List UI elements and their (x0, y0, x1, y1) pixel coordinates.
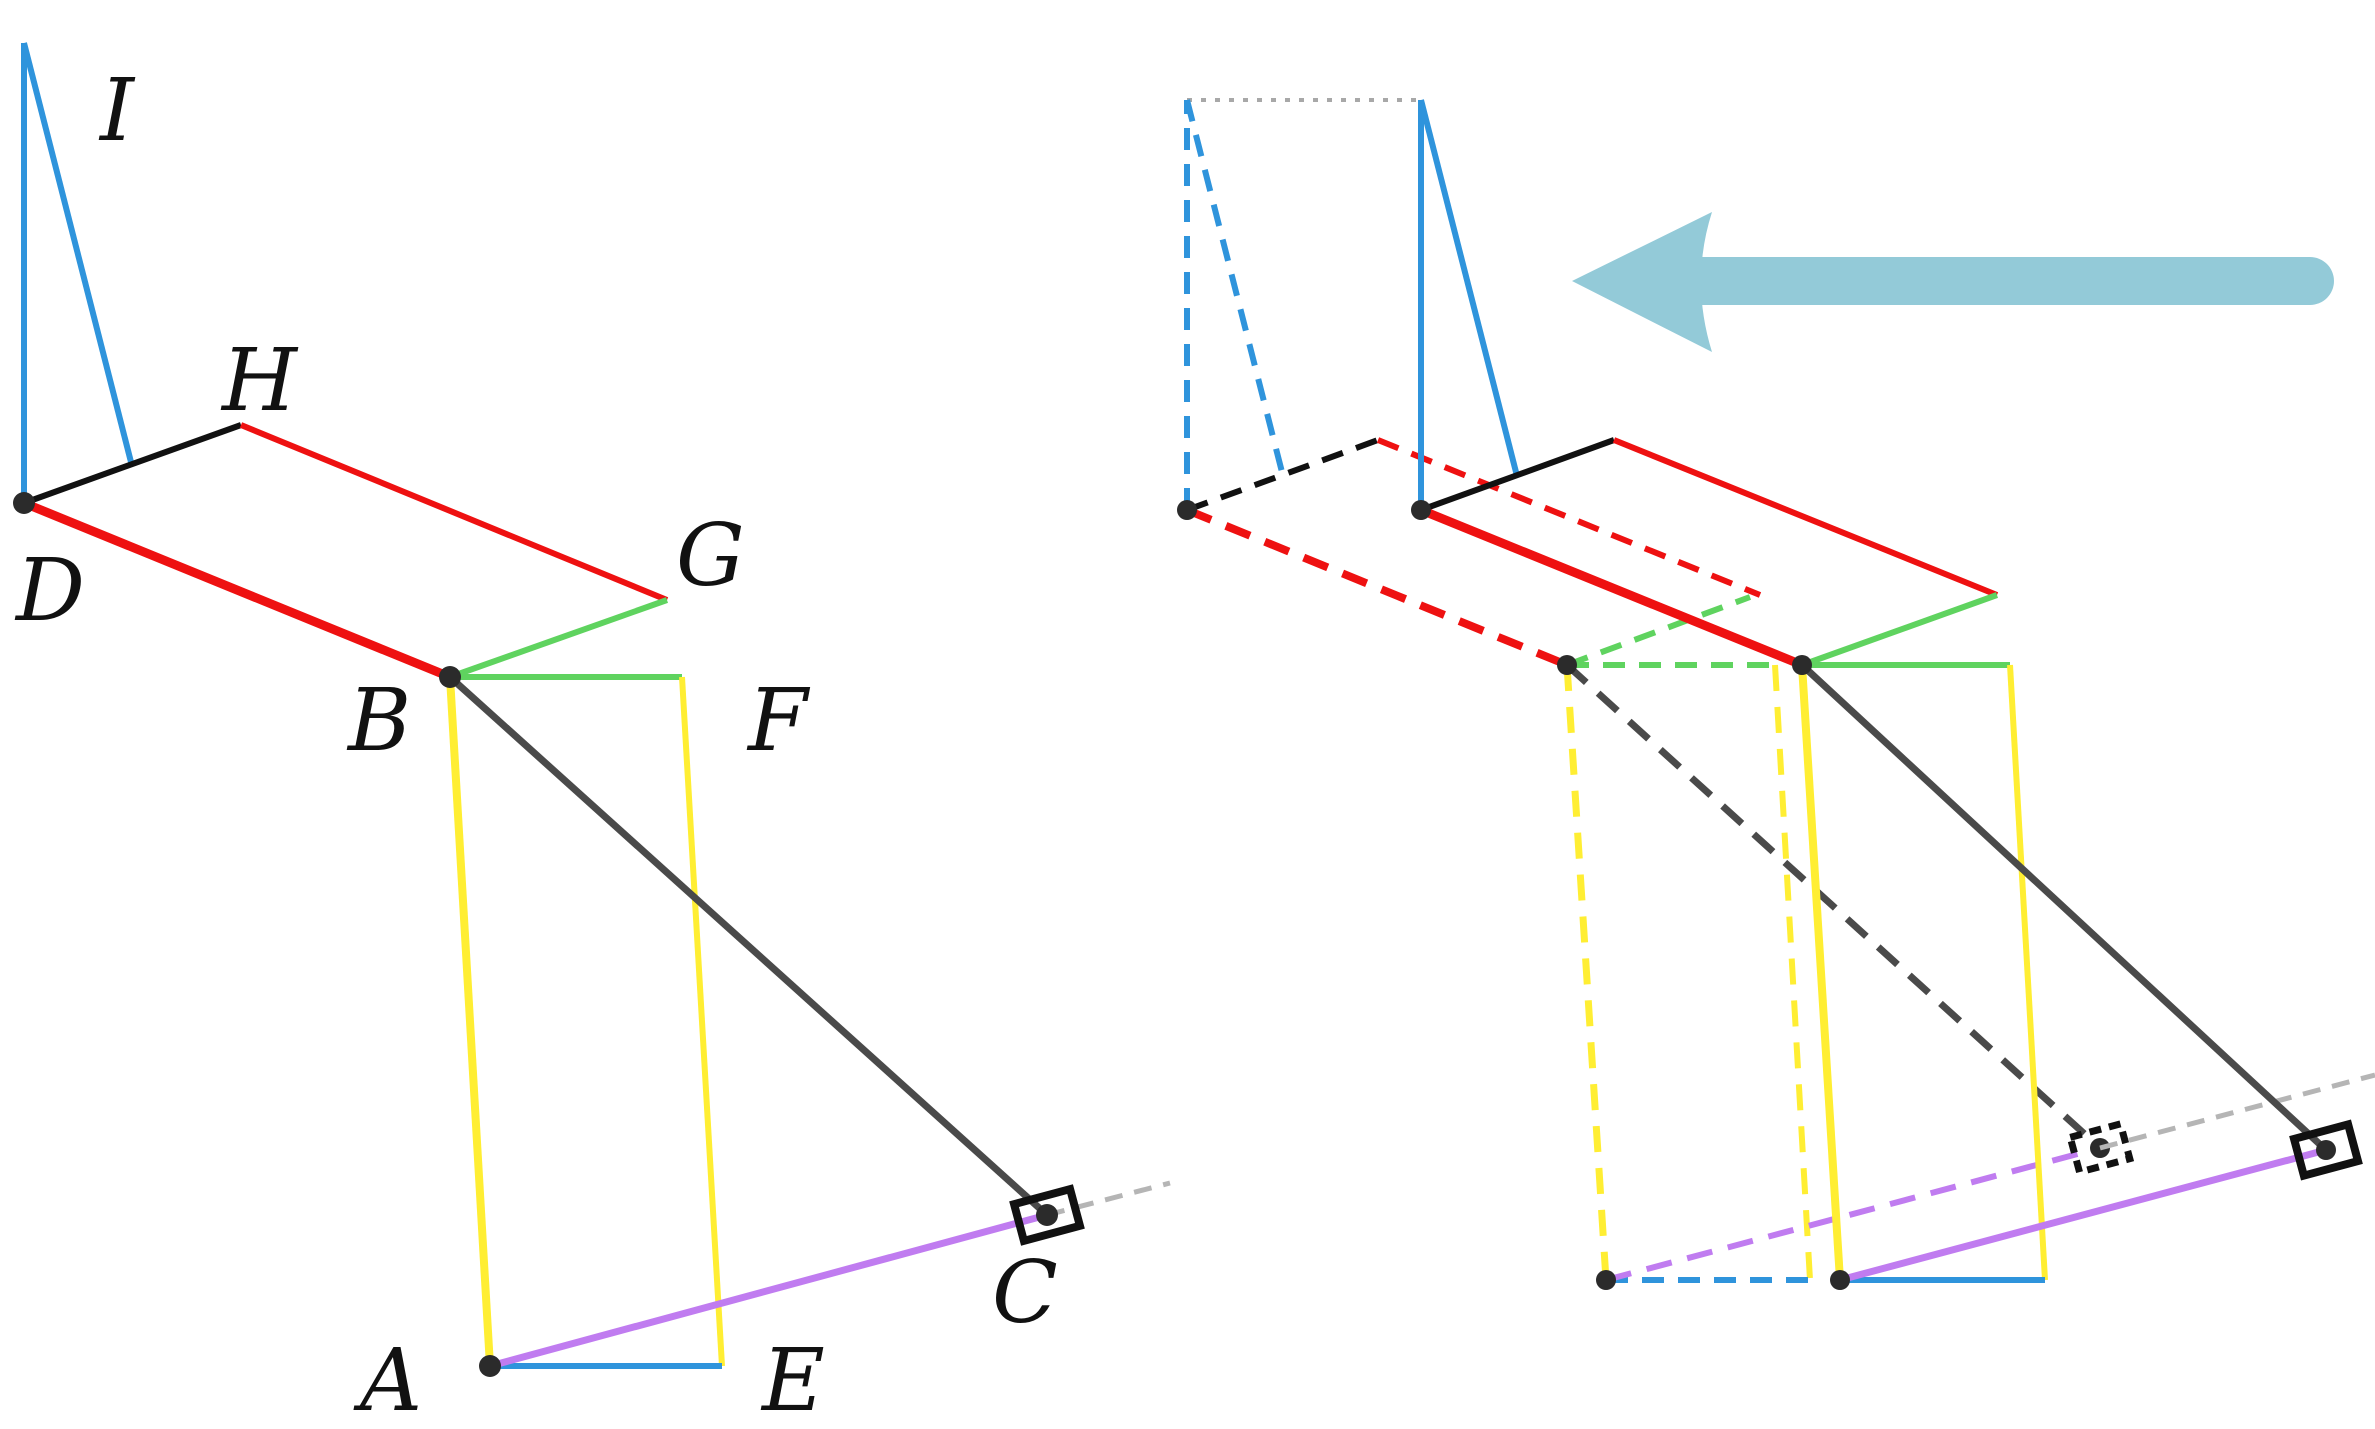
prev-link-B-G (1565, 594, 1752, 668)
prev-joint-D (1177, 500, 1197, 520)
prev-link-A-C (1605, 1145, 2101, 1283)
link-A-C (489, 1211, 1048, 1370)
joint-B-moved (1792, 655, 1812, 675)
prev-joint-A (1596, 1270, 1616, 1290)
guide-extension-left (1046, 1180, 1171, 1218)
joint-B (439, 666, 461, 688)
link-D-B-moved (1419, 505, 1804, 670)
label-F: F (746, 671, 811, 771)
label-G: G (676, 506, 745, 606)
label-A: A (353, 1331, 422, 1429)
motion-arrow-head (1572, 212, 1712, 352)
link-F-E-moved (2007, 664, 2048, 1281)
slider-block-C (1009, 1184, 1085, 1246)
link-D-H (22, 422, 243, 506)
joint-D (13, 492, 35, 514)
prev-link-F-E (1772, 664, 1813, 1281)
label-H: H (220, 331, 299, 431)
link-B-C-moved (1799, 662, 2329, 1153)
link-I-diagonal (21, 42, 135, 467)
link-B-G (448, 597, 669, 680)
joint-D-moved (1411, 500, 1431, 520)
link-B-A (446, 676, 494, 1367)
motion-arrow (1572, 212, 2334, 352)
link-D-B (22, 498, 452, 682)
label-I: I (98, 61, 136, 161)
prev-joint-B (1557, 655, 1577, 675)
guide-extension-right (2099, 1072, 2375, 1151)
prev-link-D-B (1185, 506, 1569, 669)
link-A-C-moved (1839, 1146, 2327, 1284)
link-B-A-moved (1798, 664, 1844, 1281)
joint-C-moved (2316, 1140, 2336, 1160)
left-linkage: I H G D B F C A E (13, 42, 1171, 1429)
label-B: B (346, 671, 411, 771)
link-B-G-moved (1800, 592, 1999, 668)
label-C: C (992, 1243, 1058, 1343)
link-H-G (239, 422, 669, 603)
prev-link-I-diagonal (1184, 99, 1286, 477)
prev-link-D-H (1185, 437, 1380, 513)
link-D-H-moved (1419, 437, 1616, 513)
joint-A-moved (1830, 1270, 1850, 1290)
link-I-diagonal-moved (1418, 99, 1520, 477)
link-F-E (679, 676, 725, 1367)
label-E: E (760, 1331, 825, 1429)
link-B-C (447, 674, 1050, 1218)
joint-A (479, 1355, 501, 1377)
prev-link-B-A (1563, 664, 1610, 1281)
joint-C (1036, 1204, 1058, 1226)
label-D: D (14, 541, 85, 641)
link-H-G-moved (1612, 437, 1999, 598)
prev-slider-block (2065, 1119, 2135, 1177)
right-linkage-current-position (1411, 99, 2375, 1290)
prev-link-H-G (1376, 437, 1762, 598)
prev-link-B-C (1564, 662, 2103, 1151)
right-linkage-previous-position (1177, 98, 2135, 1290)
slider-block-moved (2289, 1119, 2363, 1181)
